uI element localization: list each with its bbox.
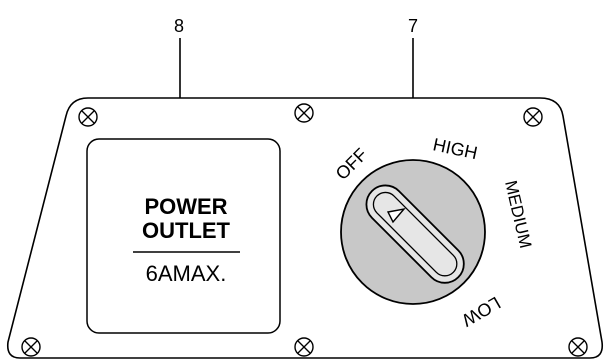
outlet-rating: 6AMAX. [146,261,227,286]
screw-top-left [78,107,98,127]
callout-8-label: 8 [174,16,184,36]
outlet-title-line2: OUTLET [142,218,231,243]
switch-grip-inner [372,191,458,277]
screw-bottom-center [294,337,314,357]
power-outlet-box [86,138,281,334]
switch-grip-outer [365,184,465,284]
screw-bottom-right [568,337,588,357]
switch-pointer-icon [386,207,406,224]
screw-top-right [523,107,543,127]
screw-bottom-left [21,337,41,357]
screw-top-center [294,103,314,123]
rotary-switch[interactable] [340,159,486,305]
outlet-title-line1: POWER [144,194,227,219]
callout-7-label: 7 [408,16,418,36]
